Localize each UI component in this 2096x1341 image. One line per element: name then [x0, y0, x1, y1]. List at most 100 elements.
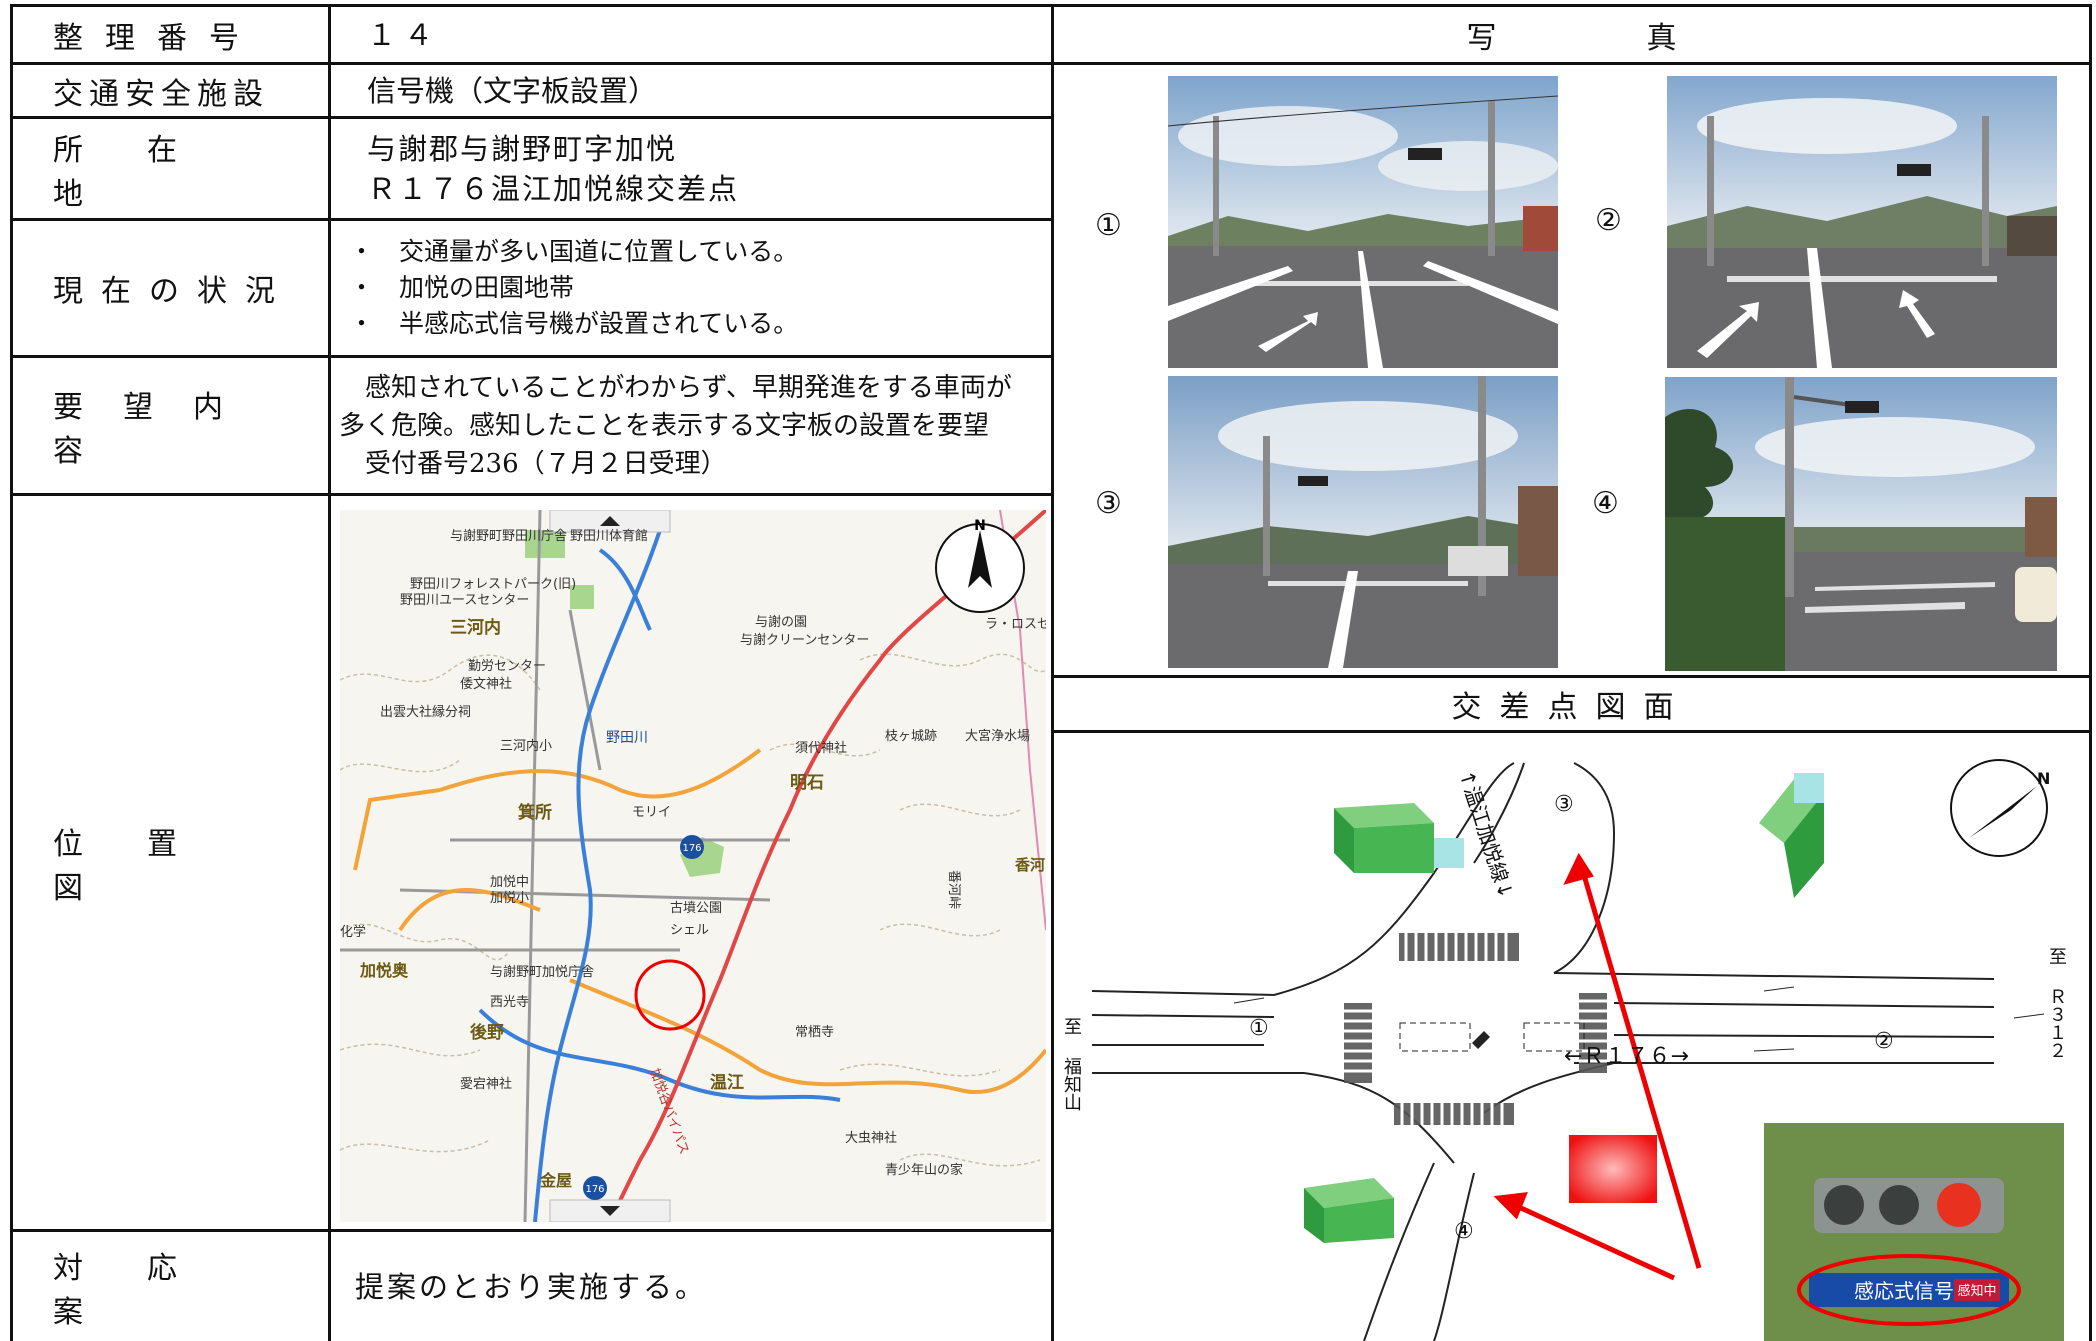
label-facility: 交通安全施設 — [53, 76, 269, 112]
to-left-label: 至福知山 — [1064, 1017, 1082, 1114]
status-item: ・ 交通量が多い国道に位置している。 — [349, 237, 799, 266]
route-badge: 176 — [682, 843, 701, 854]
map-label: シェル — [670, 923, 709, 938]
label-location: 所在地 — [53, 132, 241, 212]
mark-4: ④ — [1454, 1219, 1474, 1244]
photo-number-3: ③ — [1095, 486, 1122, 521]
map-label: ラ・ロスセ — [985, 617, 1046, 632]
map-label: 後野 — [470, 1022, 504, 1043]
map-label: 野田川体育館 — [570, 528, 648, 544]
diagram-header: 交差点図面 — [1451, 690, 1692, 725]
map-label: 倭文神社 — [460, 676, 512, 692]
signal-sign-text: 感応式信号 — [1854, 1279, 1954, 1303]
status-item: ・ 加悦の田園地帯 — [349, 273, 575, 302]
map-label: 勤労センター — [468, 659, 546, 674]
label-map: 位置図 — [53, 826, 241, 906]
route-badge: 176 — [585, 1184, 604, 1195]
divider-label — [328, 4, 331, 1341]
row-line — [1051, 62, 2092, 65]
map-label: 大虫神社 — [845, 1130, 897, 1146]
row-line — [10, 493, 1053, 496]
status-list: ・ 交通量が多い国道に位置している。 ・ 加悦の田園地帯 ・ 半感応式信号機が設… — [331, 221, 1051, 355]
photo-4 — [1665, 377, 2057, 671]
request-line: 多く危険。感知したことを表示する文字板の設置を要望 — [339, 410, 990, 441]
north-arrow-icon: N — [1950, 759, 2050, 857]
map-label: 須代神社 — [795, 740, 847, 756]
map-label: 古墳公園 — [670, 901, 722, 916]
value-location: 与謝郡与謝野町字加悦 Ｒ１７６温江加悦線交差点 — [331, 119, 1051, 218]
location-line1: 与謝郡与謝野町字加悦 — [367, 131, 678, 166]
signal-badge: 感知中 — [1957, 1283, 1996, 1299]
label-request: 要望内容 — [53, 389, 263, 469]
map-label: 番河峠 — [946, 870, 961, 909]
location-line2: Ｒ１７６温江加悦線交差点 — [367, 171, 740, 206]
request-text: 感知されていることがわからず、早期発進をする車両が 多く危険。感知したことを表示… — [331, 358, 1051, 493]
border-left — [10, 4, 13, 1341]
label-number: 整理番号 — [53, 20, 261, 56]
mark-2: ② — [1874, 1029, 1894, 1054]
map-label: 箕所 — [518, 802, 552, 823]
diagram-svg: N 感応式信号 感知中 — [1054, 733, 2089, 1341]
map-label: 愛宕神社 — [460, 1076, 512, 1092]
value-facility: 信号機（文字板設置） — [367, 73, 658, 108]
map-label: 枝ヶ城跡 — [885, 728, 937, 744]
row-line — [10, 62, 1053, 65]
border-right — [2089, 4, 2092, 1341]
row-line — [10, 116, 1053, 119]
location-map: N 176 176 与謝野町野田川庁舎 野田川体育館 野田川フォレストパーク(旧… — [340, 510, 1046, 1222]
map-label: 大宮浄水場 — [965, 728, 1030, 744]
photo-number-4: ④ — [1592, 486, 1619, 521]
request-line: 受付番号236（７月２日受理） — [339, 448, 727, 479]
map-label: 加悦小 — [490, 891, 529, 906]
signal-photo: 感応式信号 感知中 — [1764, 1123, 2064, 1341]
mark-1: ① — [1249, 1016, 1269, 1041]
map-label: 与謝野町野田川庁舎 — [450, 529, 567, 544]
building-icon — [1304, 1178, 1394, 1243]
intersection-diagram: N 感応式信号 感知中 — [1054, 733, 2089, 1341]
photo-number-2: ② — [1595, 203, 1622, 238]
label-response: 対応案 — [53, 1250, 241, 1330]
map-label: 三河内小 — [500, 738, 552, 754]
map-label: モリイ — [632, 805, 671, 820]
map-label: 金屋 — [539, 1171, 572, 1190]
row-line — [10, 218, 1053, 221]
map-label: 青少年山の家 — [885, 1162, 963, 1178]
value-response: 提案のとおり実施する。 — [355, 1269, 708, 1304]
request-line: 感知されていることがわからず、早期発進をする車両が — [339, 372, 1012, 403]
row-line — [1051, 675, 2092, 678]
row-line — [10, 355, 1053, 358]
divider-middle — [1051, 4, 1054, 1341]
status-item: ・ 半感応式信号機が設置されている。 — [349, 309, 799, 338]
red-marker — [1569, 1135, 1657, 1203]
building-icon — [1759, 773, 1824, 898]
map-label: 与謝野町加悦庁舎 — [490, 965, 594, 980]
label-status: 現在の状況 — [53, 274, 293, 309]
row-line — [1051, 730, 2092, 733]
map-label: 西光寺 — [490, 995, 529, 1010]
to-right-label: 至Ｒ３１２ — [2049, 947, 2067, 1062]
svg-text:N: N — [2037, 769, 2050, 788]
map-label-river: 野田川 — [606, 730, 648, 746]
map-label: 化学 — [340, 924, 366, 940]
map-label: 三河内 — [450, 617, 501, 638]
map-svg: N 176 176 与謝野町野田川庁舎 野田川体育館 野田川フォレストパーク(旧… — [340, 510, 1046, 1222]
map-label: 加悦奥 — [359, 961, 409, 980]
building-icon — [1334, 803, 1464, 873]
map-label: 明石 — [790, 773, 824, 793]
svg-text:N: N — [974, 518, 986, 534]
map-label: 与謝クリーンセンター — [740, 633, 869, 648]
map-label: 野田川フォレストパーク(旧) — [410, 577, 576, 592]
map-label: 野田川ユースセンター — [400, 593, 529, 608]
photo-number-1: ① — [1095, 208, 1122, 243]
photo-2 — [1667, 76, 2057, 368]
route-label: ←Ｒ１７６→ — [1564, 1044, 1689, 1069]
map-label: 出雲大社縁分祠 — [380, 704, 471, 720]
map-label: 香河 — [1015, 856, 1045, 874]
photos-header: 写 真 — [1466, 20, 1677, 56]
map-label: 常栖寺 — [795, 1025, 834, 1040]
map-label: 温江 — [710, 1073, 744, 1093]
map-label: 加悦中 — [490, 875, 529, 890]
mark-3: ③ — [1554, 792, 1574, 817]
value-number: １４ — [367, 17, 442, 52]
